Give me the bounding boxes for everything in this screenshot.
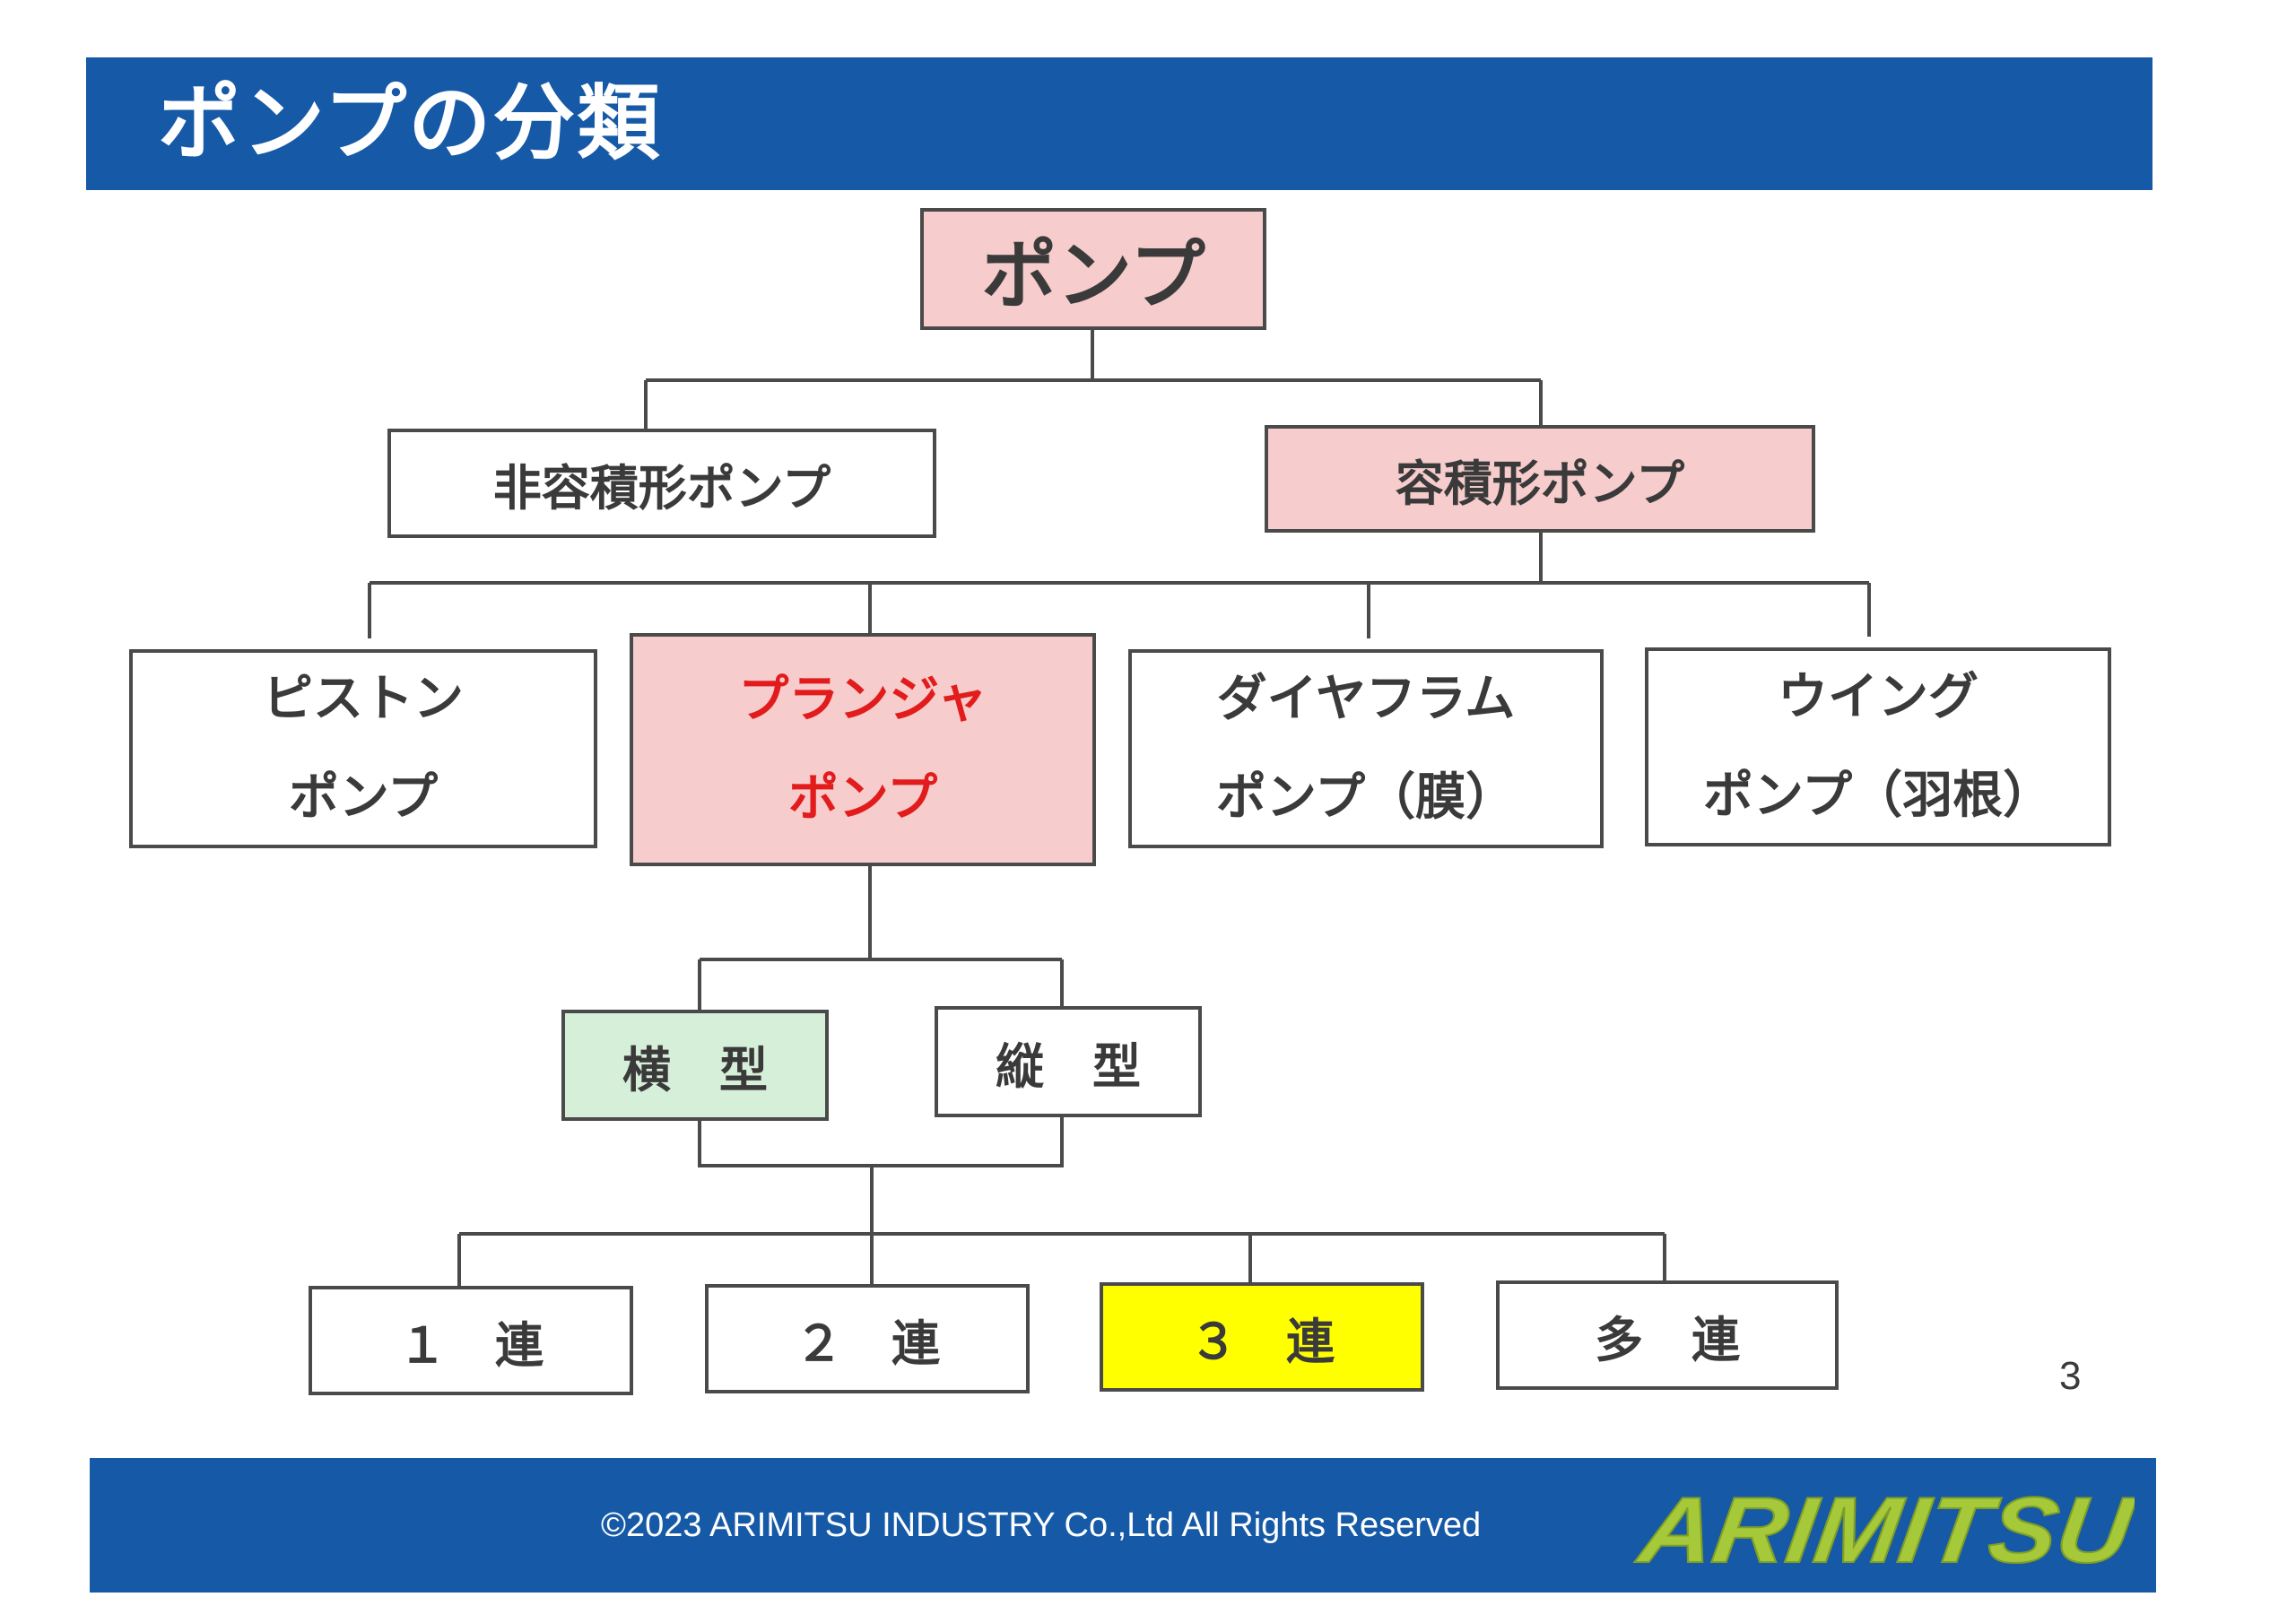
node-label-line2: ポンプ（羽根） (1702, 767, 2054, 825)
node-label: １ 連 (398, 1316, 544, 1374)
brand-logo-text: ARIMITSU (1632, 1478, 2135, 1576)
node-pump-label: ポンプ (981, 230, 1205, 319)
footer-bar: ©2023 ARIMITSU INDUSTRY Co.,Ltd All Righ… (90, 1458, 2156, 1593)
node-label-line1: プランジャ (738, 671, 987, 729)
arimitsu-logo: ARIMITSU (1632, 1478, 2135, 1576)
node-label-line2: ポンプ (787, 769, 938, 828)
node-label: ３ 連 (1189, 1313, 1335, 1370)
node-vertical-type: 縦 型 (935, 1006, 1202, 1117)
node-non-positive-displacement-pump: 非容積形ポンプ (387, 429, 936, 538)
node-diaphragm-pump: ダイヤフラム ポンプ（膜） (1128, 649, 1604, 848)
node-label: 非容積形ポンプ (492, 459, 831, 516)
node-label: 縦 型 (996, 1037, 1141, 1095)
connector-positive-to-level2 (368, 533, 1871, 638)
node-label: 容積形ポンプ (1395, 455, 1685, 512)
node-triplex: ３ 連 (1100, 1282, 1424, 1392)
copyright-text: ©2023 ARIMITSU INDUSTRY Co.,Ltd All Righ… (601, 1506, 1482, 1544)
connector-root-to-level1 (644, 330, 1543, 429)
connector-to-multiplex (457, 1232, 1666, 1286)
node-piston-pump: ピストン ポンプ (129, 649, 597, 848)
node-multiplex: 多 連 (1496, 1280, 1839, 1390)
node-plunger-pump: プランジャ ポンプ (630, 633, 1096, 866)
connector-plunger-to-orientation (698, 866, 1064, 1010)
header-bar: ポンプの分類 (86, 57, 2152, 190)
node-label-line1: ピストン (263, 670, 464, 728)
node-label: ２ 連 (795, 1315, 940, 1372)
connector-orientation-merge (698, 1117, 1064, 1234)
node-label-line2: ポンプ（膜） (1215, 768, 1517, 827)
node-label-line1: ウイング (1778, 668, 1979, 726)
node-positive-displacement-pump: 容積形ポンプ (1265, 425, 1815, 533)
node-duplex: ２ 連 (705, 1284, 1030, 1393)
node-label-line2: ポンプ (288, 768, 439, 827)
node-label: 多 連 (1595, 1311, 1740, 1368)
node-pump: ポンプ (920, 208, 1266, 330)
node-simplex: １ 連 (309, 1286, 633, 1395)
node-label-line1: ダイヤフラム (1216, 670, 1516, 728)
page-title: ポンプの分類 (158, 75, 662, 171)
node-label: 横 型 (622, 1041, 768, 1098)
node-wing-pump: ウイング ポンプ（羽根） (1645, 647, 2111, 846)
node-horizontal-type: 横 型 (561, 1010, 829, 1121)
page-number: 3 (2059, 1354, 2082, 1398)
